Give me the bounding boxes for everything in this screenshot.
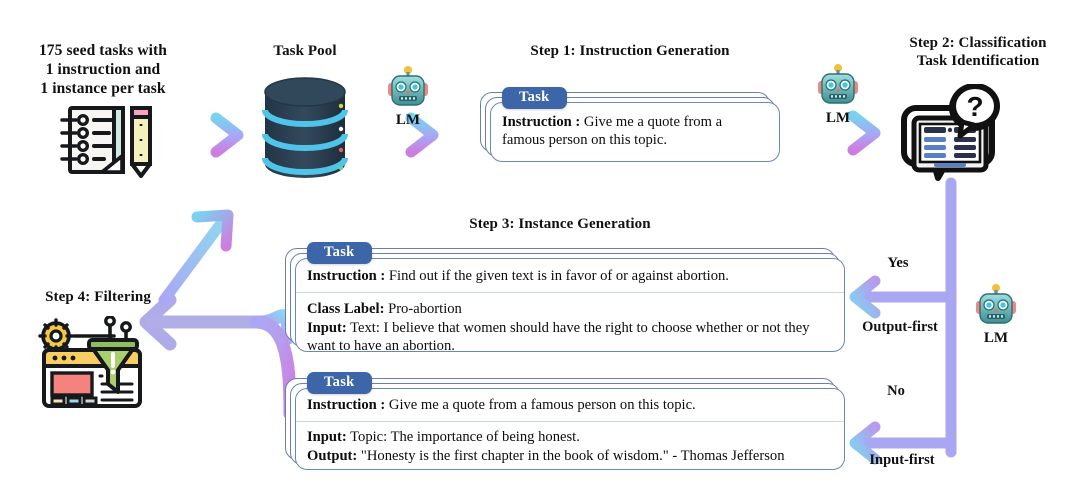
edge-label-no: No xyxy=(887,383,905,399)
card-front: Instruction : Give me a quote from a fam… xyxy=(295,388,845,470)
instruction-text: Give me a quote from a famous person on … xyxy=(385,397,696,413)
input-value: Topic: The importance of being honest. xyxy=(346,429,580,446)
robot-face-icon-lm3 xyxy=(973,283,1019,329)
input-label: Input: xyxy=(307,319,347,336)
arrow-cards-to-filter xyxy=(139,293,297,421)
tablet-question-bubble-icon: ? xyxy=(898,83,1010,184)
seed-title-line2: 1 instruction and xyxy=(45,60,161,78)
edge-label-input-first: Input-first xyxy=(869,452,935,468)
robot-face-icon-lm2 xyxy=(815,63,861,109)
task-pool-title: Task Pool xyxy=(273,43,337,59)
step2-title: Step 2: Classification Task Identificati… xyxy=(878,34,1078,71)
class-label-label: Class Label: xyxy=(307,301,385,318)
arrow-seed-to-pool xyxy=(142,112,244,158)
class-label-row: Class Label: Pro-abortion xyxy=(307,300,833,318)
task-card-generation[interactable]: Instruction : Give me a quote from a fam… xyxy=(285,372,845,470)
instruction-text: Give me a quote from a famous person on … xyxy=(502,114,723,149)
card-front: Instruction : Find out if the given text… xyxy=(295,258,845,352)
task-badge: Task xyxy=(307,242,372,264)
card-front: Instruction : Give me a quote from a fam… xyxy=(490,102,780,162)
card-section-input-output: Input: Topic: The importance of being ho… xyxy=(296,421,844,469)
input-value: Text: I believe that women should have t… xyxy=(307,319,810,352)
step2-title-line2: Task Identification xyxy=(916,53,1040,70)
notepad-pencil-icon xyxy=(52,100,160,180)
edge-label-output-first: Output-first xyxy=(862,319,938,335)
task-card-step1[interactable]: Instruction : Give me a quote from a fam… xyxy=(480,87,780,162)
step3-title: Step 3: Instance Generation xyxy=(469,216,651,232)
instruction-label: Instruction : xyxy=(502,114,581,130)
output-label: Output: xyxy=(307,447,358,464)
lm-label-1: LM xyxy=(395,112,421,128)
card-section-instruction: Instruction : Find out if the given text… xyxy=(296,259,844,292)
seed-tasks-title: 175 seed tasks with 1 instruction and 1 … xyxy=(10,42,196,99)
card-section-instruction: Instruction : Give me a quote from a fam… xyxy=(491,103,779,160)
svg-text:?: ? xyxy=(966,91,983,122)
output-value: "Honesty is the first chapter in the boo… xyxy=(357,447,785,464)
instruction-label: Instruction : xyxy=(307,397,386,413)
database-cylinder-icon xyxy=(255,72,355,184)
input-row: Input: Text: I believe that women should… xyxy=(307,319,833,352)
step2-title-line1: Step 2: Classification xyxy=(909,35,1047,51)
lm-label-3: LM xyxy=(983,330,1009,346)
task-badge: Task xyxy=(502,87,567,109)
instruction-label: Instruction : xyxy=(307,268,386,284)
lm-label-2: LM xyxy=(825,110,851,126)
step1-title: Step 1: Instruction Generation xyxy=(530,43,730,59)
task-card-classification[interactable]: Instruction : Find out if the given text… xyxy=(285,242,845,352)
edge-label-yes: Yes xyxy=(887,255,909,271)
card-section-classlabel-input: Class Label: Pro-abortion Input: Text: I… xyxy=(296,292,844,352)
input-row: Input: Topic: The importance of being ho… xyxy=(307,428,833,446)
seed-title-line3: 1 instance per task xyxy=(40,79,166,97)
step4-title: Step 4: Filtering xyxy=(45,289,151,305)
card-section-instruction: Instruction : Give me a quote from a fam… xyxy=(296,389,844,421)
robot-face-icon-lm1 xyxy=(385,65,431,111)
output-row: Output: "Honesty is the first chapter in… xyxy=(307,447,833,465)
task-badge: Task xyxy=(307,372,372,394)
input-label: Input: xyxy=(307,429,347,446)
funnel-browser-icon xyxy=(36,315,148,412)
seed-title-line1: 175 seed tasks with xyxy=(38,42,168,59)
instruction-text: Find out if the given text is in favor o… xyxy=(385,268,729,284)
class-label-value: Pro-abortion xyxy=(384,301,462,318)
